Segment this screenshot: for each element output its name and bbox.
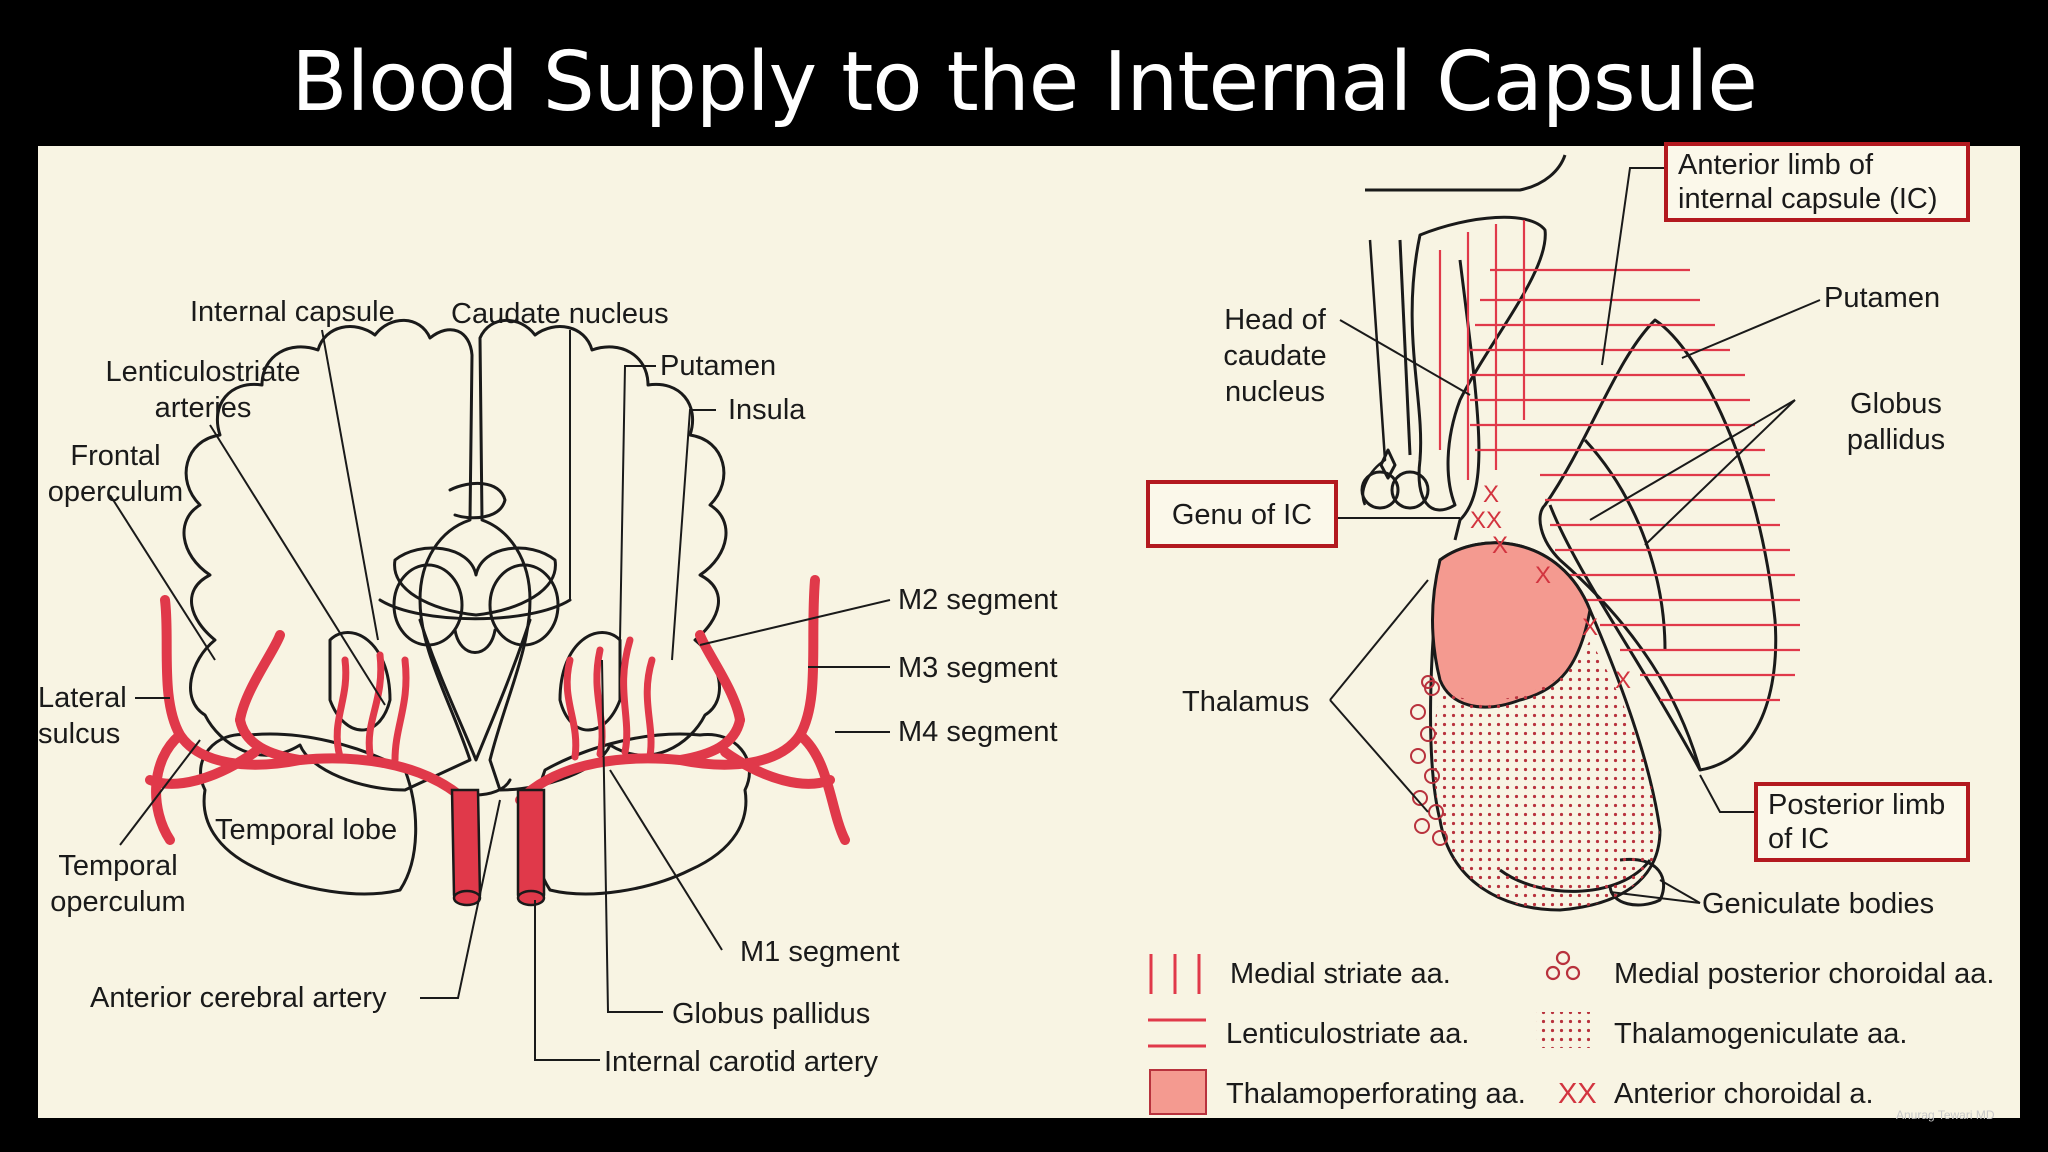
label-genu: Genu of IC	[1146, 480, 1338, 548]
legend-anterior-choroidal: Anterior choroidal a.	[1614, 1078, 1874, 1110]
label-lateral-sulcus: Lateral sulcus	[38, 682, 127, 750]
xx-icon: XX	[1558, 1078, 1597, 1110]
circles-icon	[1545, 950, 1581, 981]
label-anterior-cerebral-artery: Anterior cerebral artery	[90, 982, 387, 1014]
svg-text:X: X	[1582, 614, 1598, 641]
coronal-section-drawing	[182, 318, 751, 896]
label-m3-segment: M3 segment	[898, 652, 1058, 684]
svg-text:X: X	[1535, 562, 1551, 589]
svg-text:X: X	[1615, 667, 1631, 694]
thalamogeniculate-region	[1433, 640, 1660, 910]
dots-icon	[1536, 1012, 1590, 1048]
caudate-head-outline	[1410, 215, 1547, 512]
internal-carotid-stalks	[450, 788, 546, 907]
left-hemisphere-outline	[182, 318, 474, 792]
label-head-of-caudate: Head of caudate nucleus	[1223, 304, 1327, 408]
label-geniculate-bodies: Geniculate bodies	[1702, 888, 1935, 920]
figure-panel	[38, 146, 2020, 1118]
label-m4-segment: M4 segment	[898, 716, 1058, 748]
author-credit: Anurag Tewari MD	[1896, 1108, 1995, 1122]
svg-text:X: X	[1492, 532, 1508, 559]
left-leader-lines	[109, 329, 891, 1061]
label-lenticulostriate-arteries: Lenticulostriate arteries	[105, 356, 301, 424]
anterior-choroidal-marks: X XX X X X X	[1470, 481, 1631, 694]
label-globus-pallidus-right: Globus pallidus	[1846, 388, 1946, 456]
label-globus-pallidus-left: Globus pallidus	[672, 998, 871, 1030]
legend-thalamoperforating: Thalamoperforating aa.	[1226, 1078, 1526, 1110]
horizontal-lines-icon	[1148, 1018, 1206, 1048]
pink-fill-icon	[1149, 1069, 1207, 1115]
legend-lenticulostriate: Lenticulostriate aa.	[1226, 1018, 1470, 1050]
label-putamen-left: Putamen	[660, 350, 777, 382]
label-m2-segment: M2 segment	[898, 584, 1058, 616]
right-hemisphere-outline	[478, 318, 728, 792]
label-temporal-lobe: Temporal lobe	[215, 814, 398, 846]
label-internal-capsule: Internal capsule	[190, 296, 395, 328]
legend-thalamogeniculate: Thalamogeniculate aa.	[1614, 1018, 1908, 1050]
lenticulostriate-hatching	[1470, 268, 1800, 702]
right-leader-lines	[1329, 167, 1821, 904]
label-putamen-right: Putamen	[1824, 282, 1941, 314]
legend-medial-posterior-choroidal: Medial posterior choroidal aa.	[1614, 958, 1995, 990]
label-thalamus: Thalamus	[1182, 686, 1310, 718]
legend-symbols	[1148, 950, 1590, 1115]
slide-title: Blood Supply to the Internal Capsule	[291, 35, 1758, 130]
label-internal-carotid-artery: Internal carotid artery	[604, 1046, 879, 1078]
label-m1-segment: M1 segment	[740, 936, 900, 968]
label-caudate-nucleus: Caudate nucleus	[451, 298, 669, 330]
label-posterior-limb: Posterior limb of IC	[1754, 782, 1970, 862]
lateral-ventricles	[393, 546, 557, 617]
medial-posterior-choroidal-circles	[1410, 675, 1448, 846]
label-anterior-limb: Anterior limb of internal capsule (IC)	[1664, 142, 1970, 222]
label-temporal-operculum: Temporal operculum	[50, 850, 186, 918]
label-insula: Insula	[728, 394, 806, 426]
putamen-outline	[1538, 318, 1778, 772]
vertical-lines-icon	[1149, 954, 1201, 994]
middle-cerebral-arteries	[145, 575, 850, 845]
svg-text:XX: XX	[1470, 507, 1502, 534]
label-frontal-operculum: Frontal operculum	[47, 440, 184, 508]
medial-striate-hatching	[1438, 220, 1526, 480]
svg-text:X: X	[1483, 481, 1499, 508]
legend-medial-striate: Medial striate aa.	[1230, 958, 1451, 990]
